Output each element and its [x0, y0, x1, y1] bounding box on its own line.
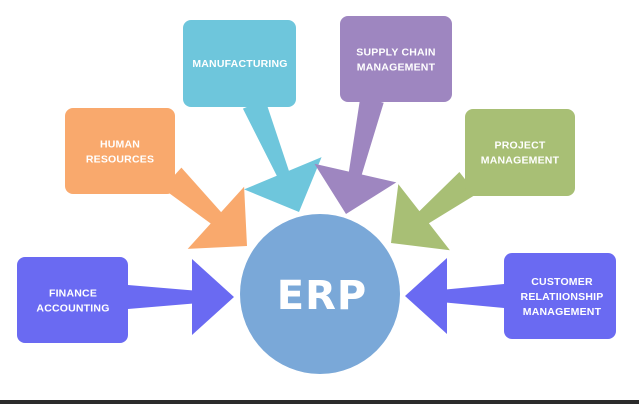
pm-module: PROJECT MANAGEMENT: [465, 109, 575, 196]
manufacturing-module: MANUFACTURING: [183, 20, 296, 107]
manufacturing-box: [183, 20, 296, 107]
scm-label-line: SUPPLY CHAIN: [356, 47, 435, 59]
erp-hub-label: ERP: [277, 273, 367, 319]
pm-label-line: MANAGEMENT: [481, 155, 560, 167]
finance-label-line: ACCOUNTING: [36, 303, 109, 315]
hr-label-line: RESOURCES: [86, 154, 154, 166]
erp-hub: ERP: [240, 214, 400, 374]
finance-module: FINANCE ACCOUNTING: [17, 257, 128, 343]
hr-label-line: HUMAN: [100, 139, 140, 151]
scm-module: SUPPLY CHAIN MANAGEMENT: [340, 16, 452, 102]
scm-box: [340, 16, 452, 102]
hr-arrow: [162, 167, 247, 249]
pm-arrow: [391, 172, 477, 251]
hr-box: [65, 108, 175, 194]
crm-arrow: [405, 258, 504, 334]
module-boxes-layer: FINANCE ACCOUNTING HUMAN RESOURCES MANUFACTU…: [17, 16, 616, 343]
manufacturing-arrow: [242, 99, 322, 212]
footer-divider: [0, 400, 639, 404]
pm-box: [465, 109, 575, 196]
crm-module: CUSTOMER RELATIIONSHIP MANAGEMENT: [504, 253, 616, 339]
hr-module: HUMAN RESOURCES: [65, 108, 175, 194]
crm-box: [504, 253, 616, 339]
erp-hub-circle: [240, 214, 400, 374]
arrows-layer: [128, 97, 504, 335]
scm-arrow: [314, 97, 397, 214]
pm-label-line: PROJECT: [495, 140, 546, 152]
crm-label-line: RELATIIONSHIP: [521, 291, 604, 303]
finance-arrow: [128, 259, 234, 335]
crm-label-line: CUSTOMER: [531, 276, 593, 288]
finance-label-line: FINANCE: [49, 288, 97, 300]
manufacturing-label-line: MANUFACTURING: [192, 58, 287, 70]
finance-box: [17, 257, 128, 343]
crm-label-line: MANAGEMENT: [523, 306, 602, 318]
scm-label-line: MANAGEMENT: [357, 62, 436, 74]
